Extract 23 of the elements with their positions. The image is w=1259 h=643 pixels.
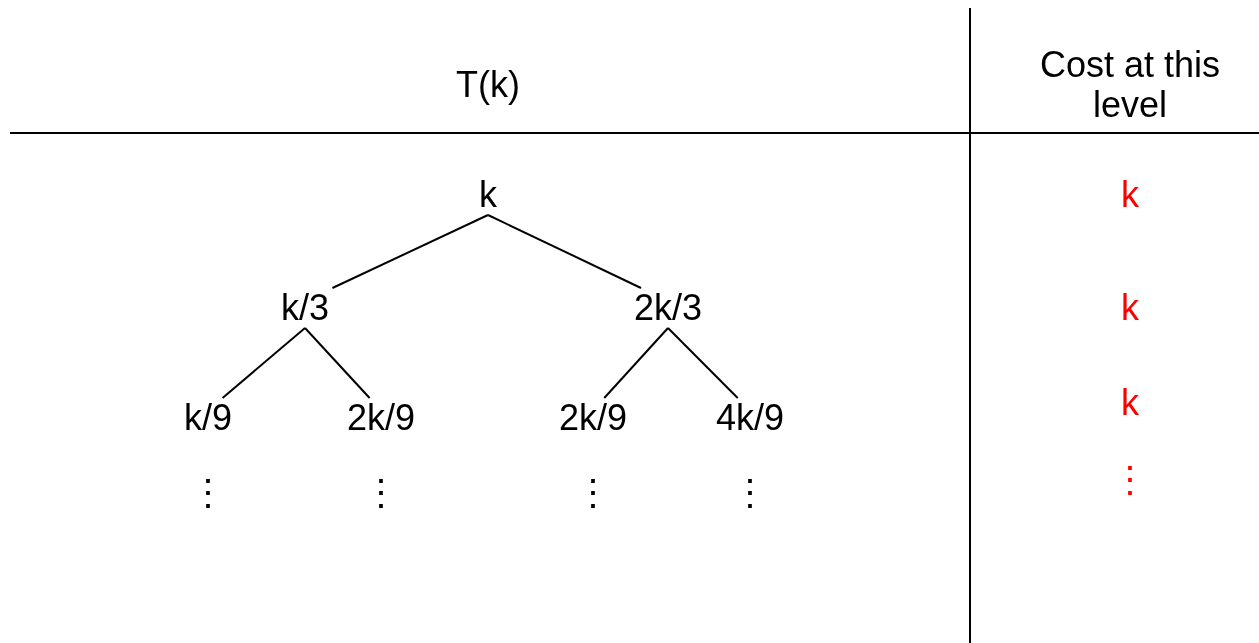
continuation-dots: ⋮ (189, 473, 227, 513)
tree-node-label: k/9 (184, 398, 232, 438)
continuation-dots: ⋮ (731, 473, 769, 513)
continuation-dots: ⋮ (574, 473, 612, 513)
tree-branch (331, 214, 489, 289)
tree-branch (304, 327, 371, 399)
tree-branch (667, 327, 739, 399)
tree-node-label: 2k/9 (559, 398, 627, 438)
tree-node-label: k/3 (281, 288, 329, 328)
tree-node-label: 2k/9 (347, 398, 415, 438)
level-cost: k (1121, 175, 1139, 215)
tree-branch (603, 327, 669, 399)
tree-node-label: 4k/9 (716, 398, 784, 438)
tree-branch (487, 214, 642, 289)
continuation-dots: ⋮ (362, 473, 400, 513)
tree-branch (221, 327, 306, 399)
header-text: T(k) (456, 65, 520, 105)
level-cost: k (1121, 288, 1139, 328)
tree-node-label: k (479, 175, 497, 215)
header-text: Cost at this level (1038, 45, 1222, 125)
level-cost: k (1121, 383, 1139, 423)
continuation-dots: ⋮ (1112, 460, 1148, 500)
tree-node-label: 2k/3 (634, 288, 702, 328)
